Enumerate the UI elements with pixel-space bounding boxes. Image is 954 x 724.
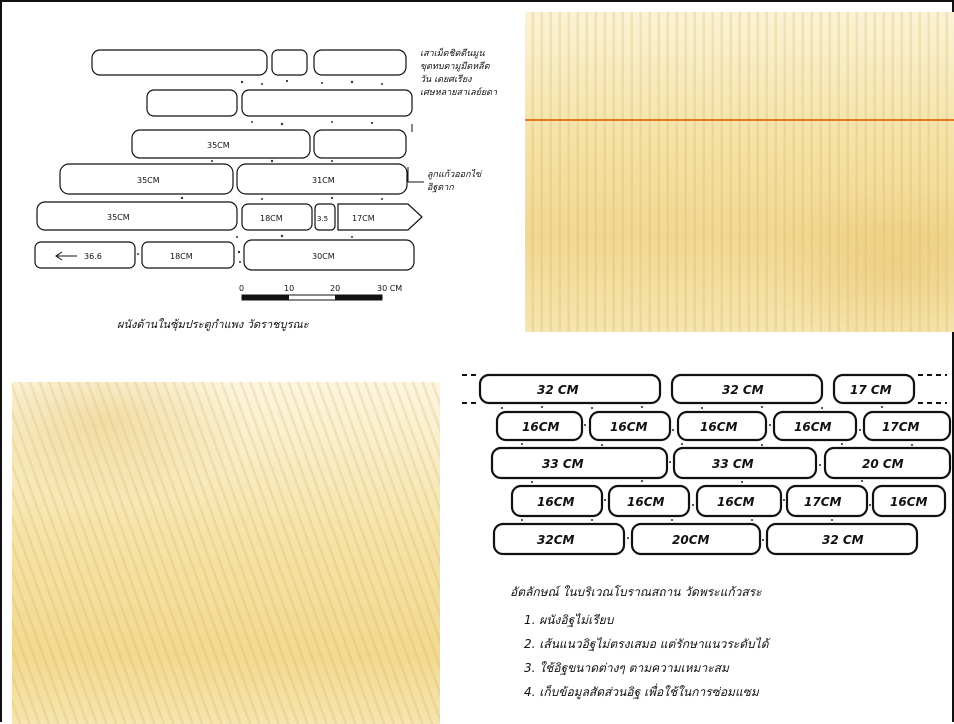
brick-label: 17CM	[882, 420, 920, 434]
brick-label: 16CM	[717, 495, 755, 509]
wall-sketch-drawing: เสาเม็ดชิดดีนมูน ขุดทบดามูมีดหลีต วัน เด…	[34, 47, 498, 331]
brick	[236, 163, 408, 195]
brick	[676, 410, 768, 442]
brick-label: 16CM	[610, 420, 648, 434]
brick	[607, 484, 691, 518]
brick-label: 16CM	[700, 420, 738, 434]
brick-label: 3.5	[317, 215, 328, 223]
sketch-caption: ผนังด้านในซุ้มประตูกำแพง วัดราชบูรณะ	[117, 318, 310, 331]
brick-label: 33 CM	[542, 457, 584, 471]
wall-sketch-top-left: เสาเม็ดชิดดีนมูน ขุดทบดามูมีดหลีต วัน เด…	[32, 42, 517, 342]
scale-bar: 0 10 20 30 CM	[239, 284, 402, 301]
brick-label: 32 CM	[722, 383, 764, 397]
brick	[241, 89, 413, 117]
brick	[823, 446, 952, 480]
brick	[59, 163, 234, 195]
brick-label: 35CM	[207, 141, 230, 150]
wallpaper-top-right	[525, 12, 954, 332]
brick-label: 16CM	[890, 495, 928, 509]
scale-tick: 20	[330, 284, 340, 293]
brick-label: 35CM	[107, 213, 130, 222]
brick-label: 33 CM	[712, 457, 754, 471]
brick	[695, 484, 783, 518]
brick	[337, 203, 423, 231]
top-note-line-4: เศษหลายสาเลย์ยดา	[420, 87, 498, 98]
brick	[478, 373, 662, 405]
stripe-texture	[525, 12, 954, 332]
top-note-line-3: วัน เดยศเรียง	[420, 74, 472, 85]
brick-label: 18CM	[260, 214, 283, 223]
brick	[146, 89, 238, 117]
brick-label: 16CM	[537, 495, 575, 509]
brick-label: 20CM	[672, 533, 710, 547]
brick	[492, 522, 626, 556]
brick-label: 17CM	[352, 214, 375, 223]
brick	[862, 410, 952, 442]
brick-label: 31CM	[312, 176, 335, 185]
brick-label: 16CM	[794, 420, 832, 434]
brick-label: 17 CM	[850, 383, 892, 397]
brick	[588, 410, 672, 442]
note-item-1: 1. ผนังอิฐไม่เรียบ	[524, 613, 615, 628]
scale-tick: 0	[239, 284, 244, 293]
brick	[141, 241, 235, 269]
brick	[271, 49, 308, 76]
note-item-3: 3. ใช้อิฐขนาดต่างๆ ตามความเหมาะสม	[524, 661, 730, 676]
brick	[313, 129, 407, 159]
notes-title: อัตลักษณ์ ในบริเวณโบราณสถาน วัดพระแก้วสร…	[510, 585, 762, 599]
brick	[772, 410, 858, 442]
brick	[785, 484, 869, 518]
brick-label: 16CM	[522, 420, 560, 434]
brick-label: 30CM	[312, 252, 335, 261]
brick	[495, 410, 584, 442]
brick	[630, 522, 762, 556]
brick	[765, 522, 919, 556]
wallpaper-bottom-left	[12, 382, 440, 724]
right-note-line-1: ลูกแก้วออกไข่	[427, 168, 483, 180]
brick-wall-drawing: 32 CM 32 CM 17 CM 16CM 16CM 16CM 16CM 17…	[462, 373, 952, 700]
note-item-4: 4. เก็บข้อมูลสัดส่วนอิฐ เพื่อใช้ในการซ่อ…	[524, 683, 760, 700]
stripe-texture	[12, 382, 440, 724]
brick-label: 35CM	[137, 176, 160, 185]
accent-line	[525, 119, 954, 121]
brick	[832, 373, 916, 405]
top-note-line-2: ขุดทบดามูมีดหลีต	[420, 61, 491, 72]
scale-tick: 10	[284, 284, 294, 293]
brick	[243, 239, 415, 271]
brick-label: 18CM	[170, 252, 193, 261]
brick	[241, 203, 313, 231]
scale-tick: 30 CM	[377, 284, 402, 293]
brick-label: 17CM	[804, 495, 842, 509]
brick	[670, 373, 824, 405]
brick	[871, 484, 947, 518]
brick	[36, 201, 238, 231]
brick	[131, 129, 311, 159]
wall-sketch-bottom-right: 32 CM 32 CM 17 CM 16CM 16CM 16CM 16CM 17…	[442, 370, 954, 722]
top-note-line-1: เสาเม็ดชิดดีนมูน	[420, 47, 485, 59]
brick	[313, 49, 407, 76]
brick	[91, 49, 268, 76]
brick-label: 16CM	[627, 495, 665, 509]
brick-label: 32CM	[537, 533, 575, 547]
brick-label: 32 CM	[822, 533, 864, 547]
brick	[672, 446, 818, 480]
brick	[510, 484, 604, 518]
brick	[34, 241, 136, 269]
brick	[490, 446, 669, 480]
brick	[314, 203, 336, 231]
brick-label: 36.6	[84, 252, 102, 261]
brick-label: 20 CM	[862, 457, 904, 471]
right-note-line-2: อิฐตาก	[427, 182, 454, 193]
brick-label: 32 CM	[537, 383, 579, 397]
note-item-2: 2. เส้นแนวอิฐไม่ตรงเสมอ แต่รักษาแนวระดับ…	[524, 637, 771, 652]
